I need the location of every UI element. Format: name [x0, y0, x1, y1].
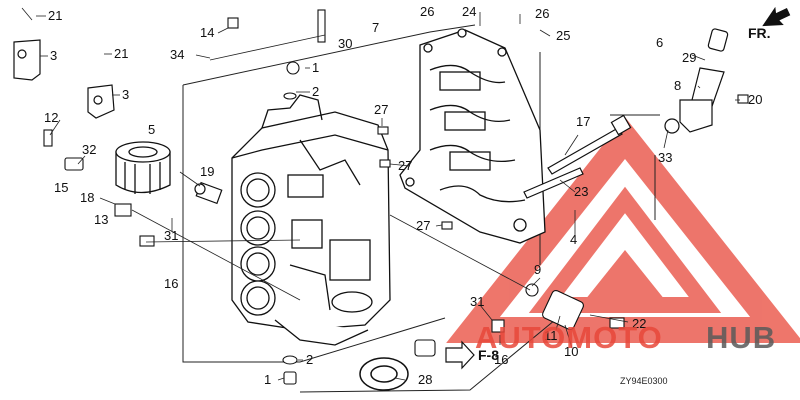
- pipe-fitting: [194, 181, 223, 205]
- callout: 2: [306, 352, 313, 367]
- callout: 33: [658, 150, 672, 165]
- callout: 20: [748, 92, 762, 107]
- callout: 27: [374, 102, 388, 117]
- callout: 1: [264, 372, 271, 387]
- callout: 31: [164, 228, 178, 243]
- callout: 13: [94, 212, 108, 227]
- watermark-primary: AUTOMOTO: [475, 320, 663, 355]
- leader-lines: [21, 7, 740, 381]
- callout: 23: [574, 184, 588, 199]
- watermark-secondary: HUB: [706, 320, 776, 355]
- callout: 21: [114, 46, 128, 61]
- callout: 3: [122, 87, 129, 102]
- filler-neck: [664, 28, 729, 134]
- cylinder-block: [231, 94, 391, 346]
- callout: 21: [48, 8, 62, 23]
- callout: 7: [372, 20, 379, 35]
- callout: 18: [80, 190, 94, 205]
- callout: 28: [418, 372, 432, 387]
- callout: 5: [148, 122, 155, 137]
- callout: 26: [420, 4, 434, 19]
- callout: 8: [674, 78, 681, 93]
- callout: 34: [170, 47, 184, 62]
- callout: 11: [544, 328, 558, 343]
- callout: 10: [564, 344, 578, 359]
- callout: 12: [44, 110, 58, 125]
- callout: 19: [200, 164, 214, 179]
- callout: 1: [312, 60, 319, 75]
- callout: 15: [54, 180, 68, 195]
- callout: 25: [556, 28, 570, 43]
- diagram-code: ZY94E0300: [620, 376, 668, 386]
- small-parts: [43, 9, 749, 385]
- callout: 32: [82, 142, 96, 157]
- callout: 27: [398, 158, 412, 173]
- callout: 4: [570, 232, 577, 247]
- callout: 30: [338, 36, 352, 51]
- callout: 29: [682, 50, 696, 65]
- crankcase: [399, 28, 546, 244]
- callout: 31: [470, 294, 484, 309]
- front-direction-label: FR.: [748, 25, 771, 41]
- stud-bolts: [523, 114, 632, 199]
- callout: 9: [534, 262, 541, 277]
- watermark-text: AUTOMOTO HUB: [475, 320, 776, 355]
- reference-label: F-8: [478, 347, 499, 363]
- oil-seal: [359, 357, 409, 391]
- callout: 22: [632, 316, 646, 331]
- callout: 24: [462, 4, 476, 19]
- brackets: [13, 39, 115, 119]
- callout: 16: [494, 352, 508, 367]
- callout: 6: [656, 35, 663, 50]
- callout: 16: [164, 276, 178, 291]
- callout: 3: [50, 48, 57, 63]
- callout: 14: [200, 25, 214, 40]
- callout: 17: [576, 114, 590, 129]
- callout-labels: 21 3 21 3 14 34 7 30 1 2 12 5 32 15 19 1…: [44, 4, 762, 387]
- front-direction-arrow: FR.: [748, 6, 791, 41]
- callout: 27: [416, 218, 430, 233]
- callout: 26: [535, 6, 549, 21]
- reference-arrow: F-8: [445, 340, 499, 370]
- watermark-logo: [446, 117, 800, 343]
- oil-filter: [115, 141, 171, 194]
- callout: 2: [312, 84, 319, 99]
